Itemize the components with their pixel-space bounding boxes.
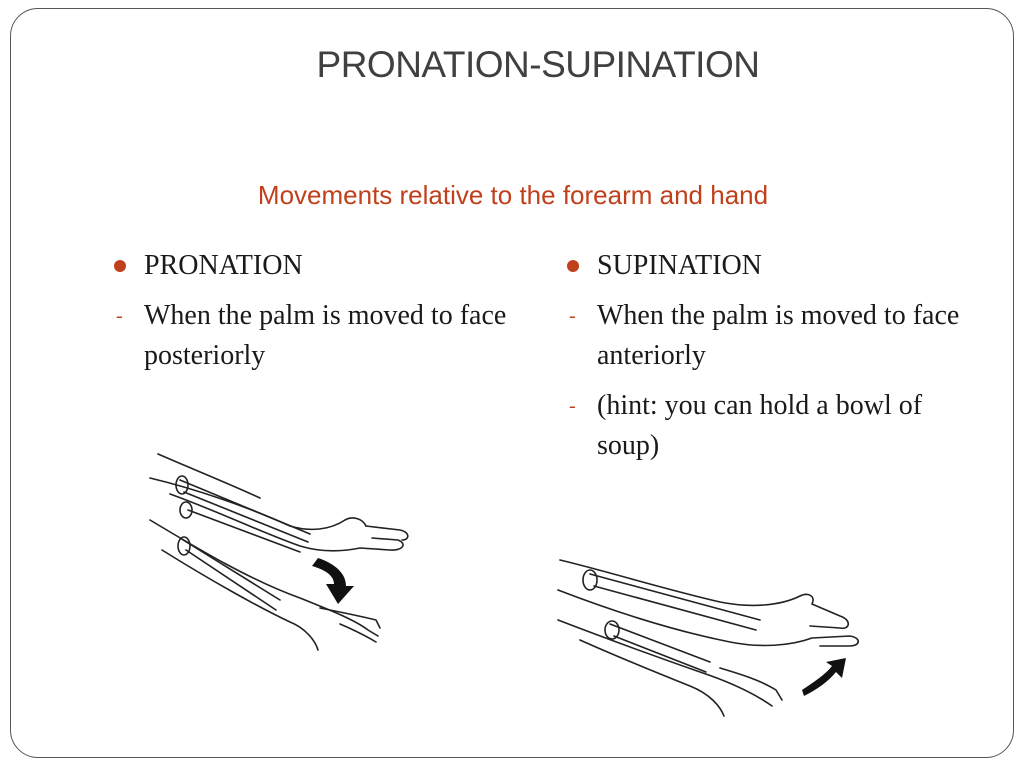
pronation-definition: When the palm is moved to face posterior… — [144, 300, 507, 371]
slide-frame — [10, 8, 1014, 758]
bullet-icon — [114, 260, 126, 272]
supination-heading-row: SUPINATION — [565, 246, 985, 286]
supination-heading: SUPINATION — [597, 250, 762, 281]
supination-definition-row: - When the palm is moved to face anterio… — [565, 296, 985, 376]
bullet-icon — [567, 260, 579, 272]
slide-subtitle: Movements relative to the forearm and ha… — [257, 180, 769, 210]
supination-hint-row: - (hint: you can hold a bowl of soup) — [565, 386, 985, 466]
supination-forearm-illustration — [557, 559, 860, 717]
slide-title: PRONATION-SUPINATION — [316, 44, 760, 85]
supination-column: SUPINATION - When the palm is moved to f… — [565, 246, 985, 476]
dash-marker: - — [116, 305, 123, 327]
supination-definition: When the palm is moved to face anteriorl… — [597, 300, 960, 371]
dash-marker: - — [569, 305, 576, 327]
pronation-heading-row: PRONATION — [112, 246, 512, 286]
pronation-column: PRONATION - When the palm is moved to fa… — [112, 246, 512, 386]
pronation-heading: PRONATION — [144, 250, 303, 281]
pronation-forearm-illustration — [149, 453, 409, 651]
supination-hint: (hint: you can hold a bowl of soup) — [597, 390, 923, 461]
pronation-definition-row: - When the palm is moved to face posteri… — [112, 296, 512, 376]
dash-marker: - — [569, 395, 576, 417]
